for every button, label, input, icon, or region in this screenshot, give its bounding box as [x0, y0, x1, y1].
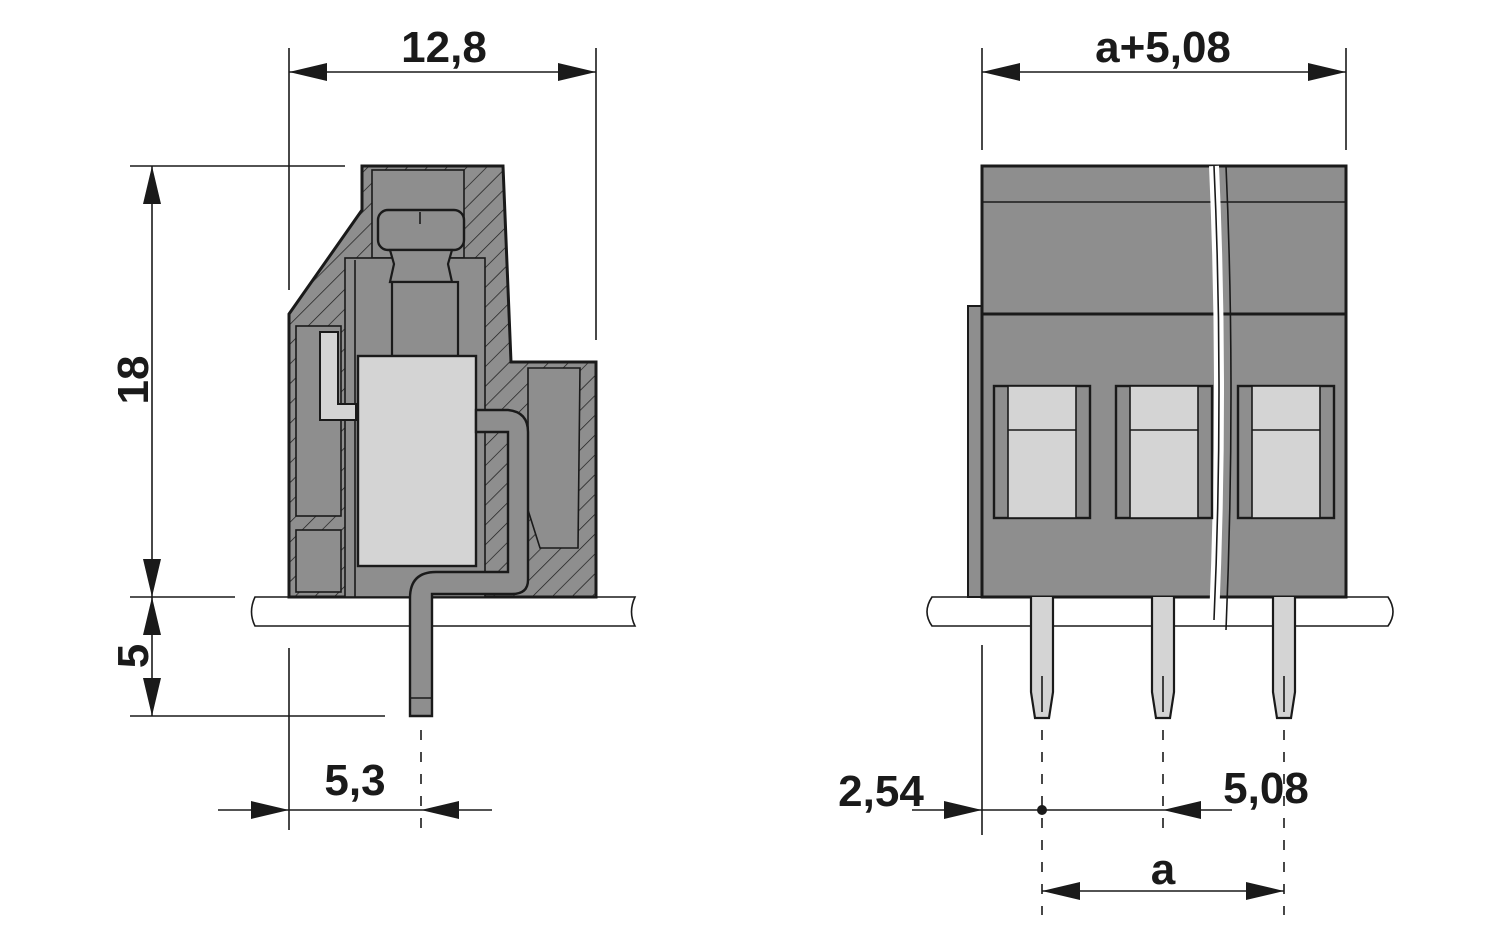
dimension-height-side: 18: [109, 356, 158, 405]
housing-front: [967, 164, 1348, 631]
dimension-pin-offset: 5,3: [324, 756, 385, 805]
side-view: 12,8 18 5 5,3: [109, 23, 637, 830]
pin-front-2: [1150, 597, 1176, 720]
dimension-total-width: a+5,08: [1095, 23, 1231, 72]
dimension-span: a: [1151, 845, 1176, 894]
dimension-pitch: 5,08: [1223, 764, 1309, 813]
clamp-opening-3: [1236, 384, 1336, 520]
dimension-reference-point: [1037, 805, 1047, 815]
pin-side: [408, 408, 530, 718]
screw-side: [376, 208, 466, 358]
dimension-width-side: 12,8: [401, 23, 487, 72]
clamp-opening-2: [1114, 384, 1214, 520]
front-view: a+5,08 2,54 5,08 a: [838, 23, 1394, 915]
clamp-side: [319, 331, 478, 568]
dimension-edge-offset: 2,54: [838, 767, 924, 816]
pin-front-1: [1029, 597, 1055, 720]
pcb-board-front: [926, 596, 1394, 627]
dimension-pin-length: 5: [109, 644, 158, 668]
clamp-opening-1: [992, 384, 1092, 520]
pin-front-3: [1271, 597, 1297, 720]
pcb-board-side: [250, 596, 637, 627]
